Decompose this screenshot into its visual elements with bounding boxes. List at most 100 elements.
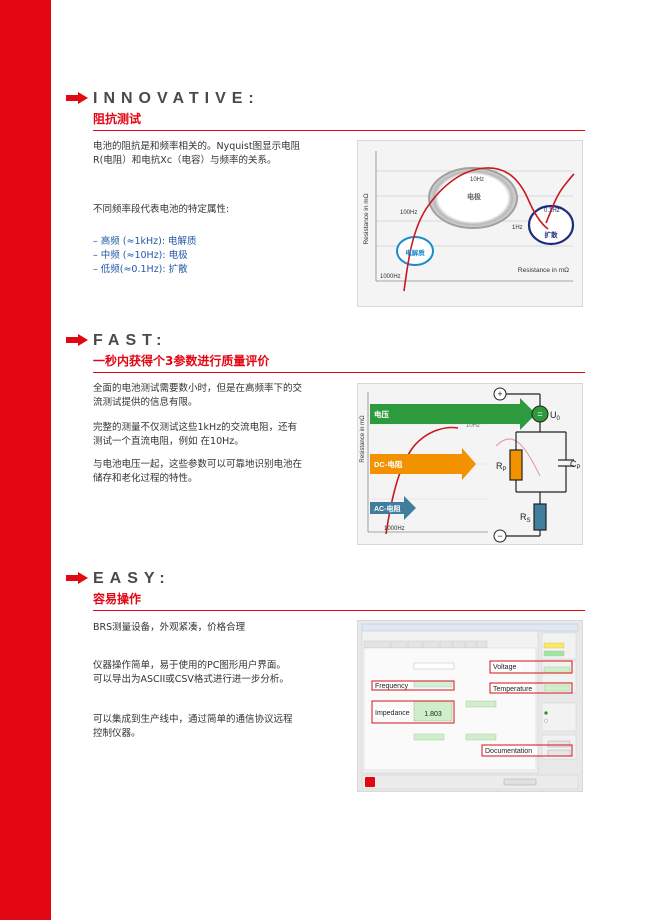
equivalent-circuit <box>500 393 574 537</box>
section-heading: EASY: <box>93 570 171 587</box>
impedance-callout-bg <box>373 708 411 717</box>
temperature-callout-bg <box>491 684 535 692</box>
status-indicator <box>543 642 565 649</box>
software-screenshot: Frequency Impedance 1.803 Voltage Temper… <box>357 620 583 792</box>
impedance-curve <box>385 426 459 535</box>
paragraph: 与电池电压一起，这些参数可以可靠地识别电池在 储存和老化过程的特性。 <box>93 458 353 486</box>
electrolyte-label: 电解质 <box>405 248 425 257</box>
window-footer <box>361 774 579 790</box>
dc-resistance-arrow-label: DC-电阻 <box>374 459 403 469</box>
divider <box>93 130 585 131</box>
rp-label: RP <box>496 461 507 473</box>
status-indicator <box>543 650 565 657</box>
u0-label: U0 <box>550 410 561 422</box>
section-innovative: INNOVATIVE: 阻抗测试 <box>66 90 586 310</box>
text-line: 完整的测量不仅测试这些1kHz的交流电阻，还有 <box>93 422 298 433</box>
cp-label: CP <box>570 459 581 471</box>
paragraph: BRS测量设备，外观紧凑，价格合理 <box>93 622 246 633</box>
doc-button[interactable] <box>547 749 571 757</box>
temperature-value-field <box>543 684 571 692</box>
temperature-callout-label: Temperature <box>493 686 532 693</box>
paragraph: 可以集成到生产线中，通过简单的通信协议远程 控制仪器。 <box>93 713 353 741</box>
text-line: R(电阻）和电抗Xc（电容）与频率的关系。 <box>93 155 277 166</box>
frequency-value-field <box>413 680 453 688</box>
section-heading: INNOVATIVE: <box>93 90 260 107</box>
window-titlebar <box>361 623 579 632</box>
arrow-bullet-icon <box>66 572 88 584</box>
text-line: 测试一个直流电阻，例如 在10Hz。 <box>93 436 244 447</box>
voltage-callout-label: Voltage <box>493 664 516 671</box>
freq-label-10hz: 10Hz <box>466 423 480 429</box>
diffusion-label: 扩散 <box>545 230 559 239</box>
voltage-source-sign: = <box>537 409 542 419</box>
paragraph: 完整的测量不仅测试这些1kHz的交流电阻，还有 测试一个直流电阻，例如 在10H… <box>93 421 353 449</box>
radio-option[interactable] <box>544 719 548 723</box>
text-line: 控制仪器。 <box>93 728 141 739</box>
diffusion-tail <box>545 173 575 224</box>
text-line: 全面的电池测试需要数小时，但是在高频率下的交 <box>93 383 303 394</box>
documentation-callout-bg <box>483 746 537 755</box>
freq-label-01hz: 0.1Hz <box>544 208 560 214</box>
electrode-label: 电极 <box>467 192 482 201</box>
minus-sign: − <box>497 531 502 541</box>
plus-sign: + <box>497 389 502 399</box>
bullet-list: – 高频 (≈1kHz): 电解质 – 中频 (≈10Hz): 电极 – 低频(… <box>93 235 293 277</box>
impedance-value: 1.803 <box>424 711 442 718</box>
section-heading: FAST: <box>93 332 168 349</box>
divider <box>93 372 585 373</box>
nyquist-chart-svg: Resistance in mΩ Resistance in mΩ 10Hz 1… <box>363 151 575 292</box>
arrow-bullet-icon <box>66 92 88 104</box>
voltage-arrow-label: 电压 <box>374 409 389 419</box>
section-fast: FAST: 一秒内获得个3参数进行质量评价 <box>66 332 586 382</box>
freq-label-1000hz: 1000Hz <box>384 526 405 532</box>
rs-label: RS <box>520 512 531 524</box>
footer-button[interactable] <box>503 778 537 786</box>
y-axis-label: Resistance in mΩ <box>360 415 366 463</box>
text-line: 可以集成到生产线中，通过简单的通信协议远程 <box>93 714 293 725</box>
frequency-callout-bg <box>373 682 411 689</box>
frequency-callout-label: Frequency <box>375 683 409 690</box>
section-easy: EASY: 容易操作 <box>66 570 586 620</box>
electrode-ring-outline <box>428 167 518 229</box>
callout-boxes <box>371 660 573 757</box>
software-screenshot-svg: Frequency Impedance 1.803 Voltage Temper… <box>361 623 579 790</box>
radio-option[interactable] <box>544 711 548 715</box>
paragraph: 不同频率段代表电池的特定属性: <box>93 204 230 215</box>
text-line: 流测试提供的信息有限。 <box>93 397 198 408</box>
red-side-bar <box>0 0 51 920</box>
y-axis-label: Resistance in mΩ <box>363 193 370 244</box>
section-subheading: 阻抗测试 <box>93 112 142 126</box>
app-logo-icon <box>365 777 375 787</box>
value-field <box>413 733 445 741</box>
text-line: 电池的阻抗是和频率相关的。Nyquist图显示电阻 <box>93 141 301 152</box>
ac-resistance-arrow-label: AC-电阻 <box>374 504 400 513</box>
rp-resistor-icon <box>509 449 523 481</box>
section-subheading: 一秒内获得个3参数进行质量评价 <box>93 354 270 368</box>
impedance-curve <box>403 167 549 292</box>
arrow-bullet-icon <box>66 334 88 346</box>
value-field <box>465 700 497 708</box>
section-subheading: 容易操作 <box>93 592 142 606</box>
text-line: 仪器操作简单，易于使用的PC图形用户界面。 <box>93 660 286 671</box>
rs-resistor-icon <box>533 503 547 531</box>
ac-resistance-arrow <box>370 496 416 520</box>
side-panel-options <box>541 702 577 732</box>
diffusion-circle <box>527 204 575 246</box>
electrode-ring <box>429 168 517 228</box>
tab-strip <box>363 640 488 649</box>
doc-button[interactable] <box>547 740 571 748</box>
voltage-arrow <box>370 398 536 430</box>
voltage-source-icon <box>531 405 549 423</box>
voltage-callout-bg <box>491 662 521 671</box>
paragraph: 仪器操作简单，易于使用的PC图形用户界面。 可以导出为ASCII或CSV格式进行… <box>93 659 353 687</box>
impedance-callout-label: Impedance <box>375 710 410 717</box>
positive-terminal-icon <box>493 387 507 401</box>
dropdown-field <box>413 662 455 670</box>
text-line: 可以导出为ASCII或CSV格式进行进一步分析。 <box>93 674 289 685</box>
paragraph: 全面的电池测试需要数小时，但是在高频率下的交 流测试提供的信息有限。 <box>93 382 353 410</box>
text-line: 与电池电压一起，这些参数可以可靠地识别电池在 <box>93 459 303 470</box>
value-field <box>465 733 497 741</box>
voltage-value-field <box>543 666 571 674</box>
parameter-diagram: Resistance in mΩ 10Hz 1000Hz 电压 DC-电阻 AC… <box>357 383 583 545</box>
list-item: – 高频 (≈1kHz): 电解质 <box>93 236 197 247</box>
